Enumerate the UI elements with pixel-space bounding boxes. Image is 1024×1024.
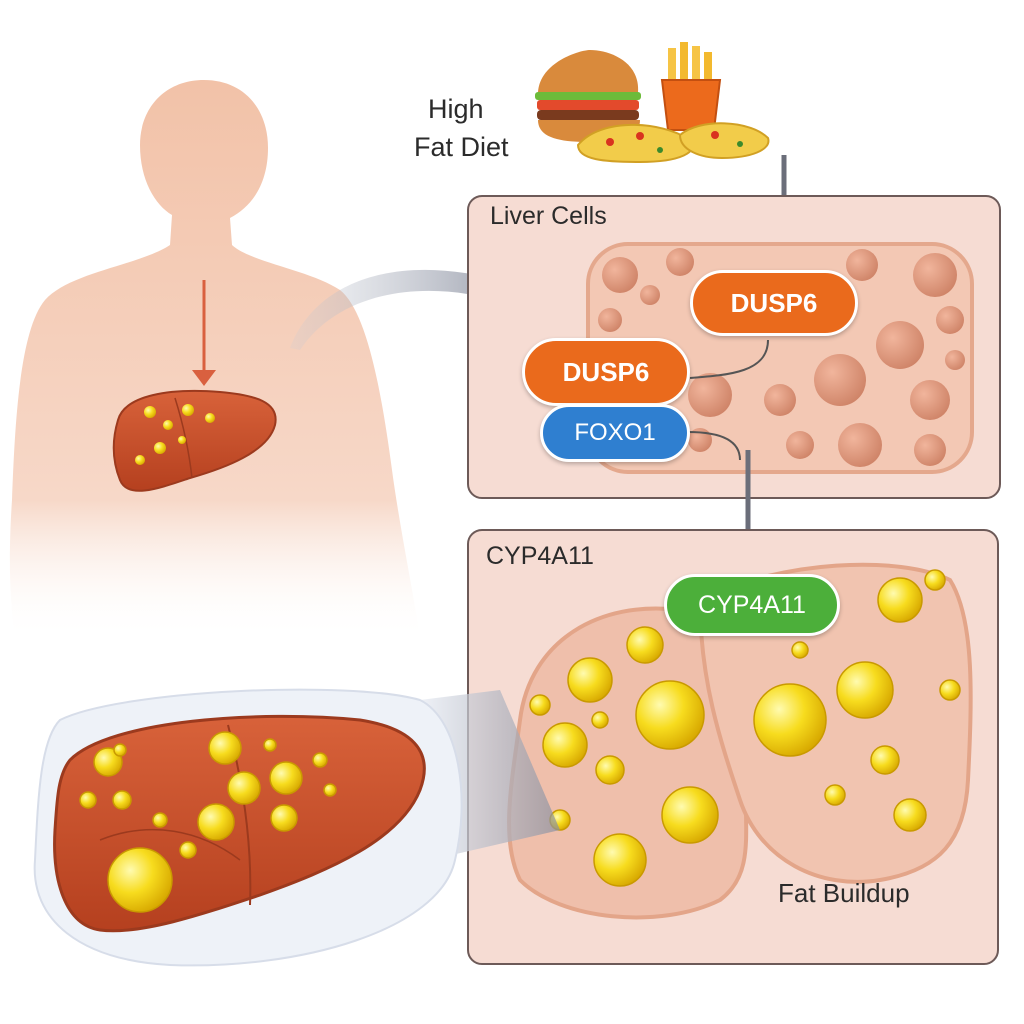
cell-blob: [764, 384, 796, 416]
fat-droplet: [635, 680, 705, 750]
cell-blob: [876, 321, 924, 369]
body-down-arrowhead: [192, 370, 216, 386]
fat-droplet: [529, 694, 551, 716]
cell-blob: [666, 248, 694, 276]
fat-droplet: [924, 569, 946, 591]
burger-icon: [535, 50, 641, 142]
fat-droplet: [753, 683, 827, 757]
dusp6-top-pill: DUSP6: [690, 270, 858, 336]
fat-droplet: [197, 803, 235, 841]
fat-droplet: [152, 812, 168, 828]
fat-droplet: [269, 761, 303, 795]
cell-blob: [945, 350, 965, 370]
fat-droplet: [179, 841, 197, 859]
cell-blob: [914, 434, 946, 466]
fat-droplet: [270, 804, 298, 832]
human-body-icon: [9, 80, 421, 640]
cell-blob: [640, 285, 660, 305]
fat-droplet: [144, 406, 156, 418]
cell-blob: [936, 306, 964, 334]
cell-blob: [688, 373, 732, 417]
small-liver-fat-droplets: [135, 404, 215, 465]
fat-droplet: [93, 747, 123, 777]
fat-droplet: [163, 420, 173, 430]
fat-droplet: [595, 755, 625, 785]
cyp4a11-pill: CYP4A11: [664, 574, 840, 636]
dusp6-connector: [689, 339, 769, 379]
cell-blob: [814, 354, 866, 406]
fat-droplet: [323, 783, 337, 797]
fat-droplet: [824, 784, 846, 806]
cell-blob: [913, 253, 957, 297]
pizza-icon: [576, 122, 770, 164]
cell-blob: [598, 308, 622, 332]
cell-blob: [838, 423, 882, 467]
fat-droplet: [836, 661, 894, 719]
fat-droplet: [182, 404, 194, 416]
fat-droplet: [626, 626, 664, 664]
liver-cells-title: Liver Cells: [490, 202, 607, 230]
dusp6-mid-pill: DUSP6: [522, 338, 690, 406]
fat-droplet: [227, 771, 261, 805]
fat-droplet: [661, 786, 719, 844]
fat-panel-title: CYP4A11: [486, 542, 594, 570]
fat-droplet: [591, 711, 609, 729]
large-liver-fat-droplets: [79, 731, 337, 913]
fat-droplet: [154, 442, 166, 454]
fat-droplet: [113, 743, 127, 757]
fat-droplet: [79, 791, 97, 809]
fat-droplet: [208, 731, 242, 765]
fat-droplet: [263, 738, 277, 752]
fat-droplet: [312, 752, 328, 768]
fat-droplet: [112, 790, 132, 810]
fries-icon: [660, 42, 722, 131]
cell-blob: [910, 380, 950, 420]
cell-blob: [602, 257, 638, 293]
cell-blob: [786, 431, 814, 459]
fat-droplet: [542, 722, 588, 768]
fat-droplet: [877, 577, 923, 623]
fat-droplet: [893, 798, 927, 832]
fat-droplet: [939, 679, 961, 701]
fat-droplet: [567, 657, 613, 703]
fat-droplet: [205, 413, 215, 423]
fat-droplet: [107, 847, 173, 913]
liver-cell-blobs: [598, 248, 965, 467]
fat-droplet: [870, 745, 900, 775]
fat-droplet: [178, 436, 186, 444]
fat-buildup-caption: Fat Buildup: [778, 878, 910, 908]
fat-droplet: [135, 455, 145, 465]
diet-label-line2: Fat Diet: [414, 132, 509, 162]
fat-droplet: [593, 833, 647, 887]
diet-label-line1: High: [428, 94, 484, 124]
foxo1-pill: FOXO1: [540, 404, 690, 462]
cell-blob: [846, 249, 878, 281]
foxo1-connector: [687, 431, 741, 461]
fat-droplet: [791, 641, 809, 659]
